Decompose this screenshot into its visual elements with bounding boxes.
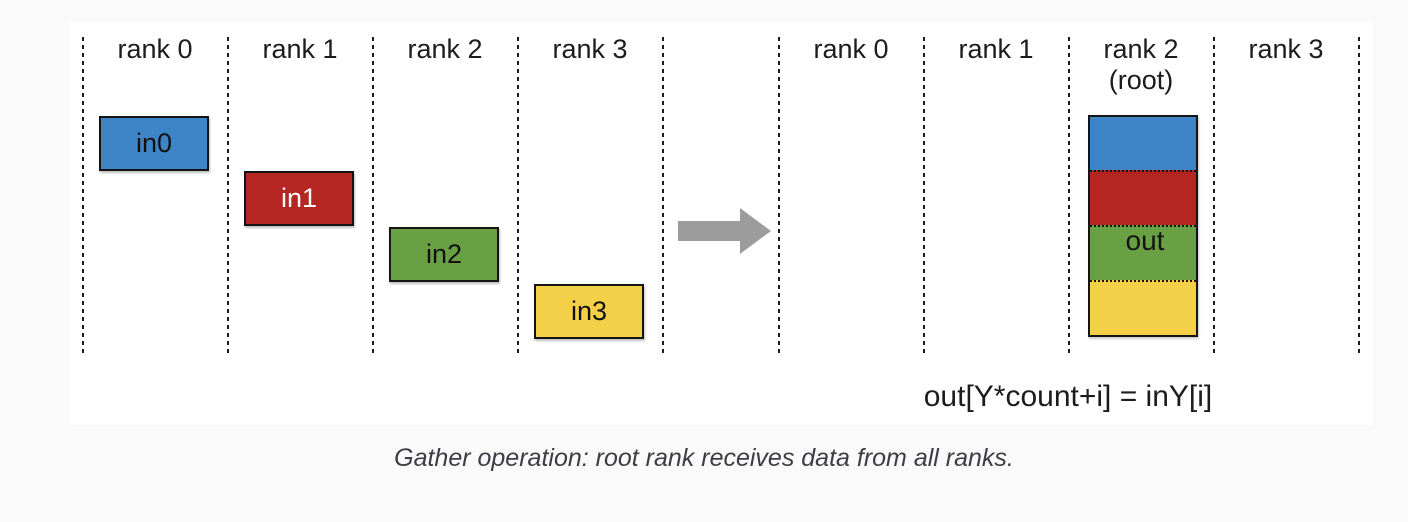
right-rank-0-label: rank 0 [813,34,889,64]
divider-left-2 [372,37,374,354]
out-stack: out [1088,115,1198,337]
left-rank-0-label: rank 0 [117,34,193,64]
gather-diagram-panel: rank 0 rank 1 rank 2 rank 3 rank 0 rank … [70,22,1373,425]
in2-box: in2 [389,227,499,282]
divider-left-0 [82,37,84,354]
right-rank-3-label: rank 3 [1248,34,1324,64]
divider-left-3 [517,37,519,354]
in3-box: in3 [534,284,644,339]
divider-right-2 [1068,37,1070,354]
gather-formula: out[Y*count+i] = inY[i] [923,380,1213,413]
divider-right-3 [1213,37,1215,354]
out-segment-rank1 [1090,170,1196,225]
right-rank-1-label: rank 1 [958,34,1034,64]
out-segment-rank0 [1090,117,1196,170]
left-rank-3-label: rank 3 [552,34,628,64]
divider-left-1 [227,37,229,354]
arrow-shape [678,208,771,254]
divider-right-0 [778,37,780,354]
divider-right-1 [923,37,925,354]
out-segment-rank3 [1090,280,1196,335]
out-stack-label: out [1125,225,1165,256]
gather-arrow-icon [678,206,772,256]
in1-box: in1 [244,171,354,226]
right-rank-2-root-label: rank 2 (root) [1103,34,1179,95]
out-segment-rank2 [1090,225,1196,280]
divider-right-4 [1358,37,1360,354]
figure-caption: Gather operation: root rank receives dat… [394,444,1014,472]
divider-left-4 [662,37,664,354]
left-rank-1-label: rank 1 [262,34,338,64]
in0-box: in0 [99,116,209,171]
left-rank-2-label: rank 2 [407,34,483,64]
